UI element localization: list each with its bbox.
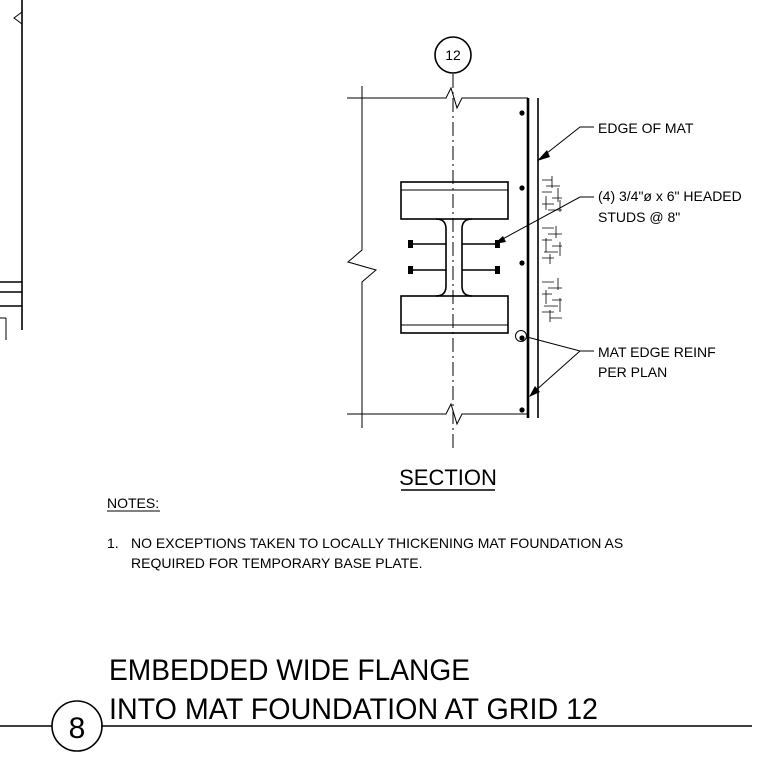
bottom-flange: [400, 295, 509, 334]
notes-block: NOTES: 1. NO EXCEPTIONS TAKEN TO LOCALLY…: [107, 495, 623, 571]
note-line-2: REQUIRED FOR TEMPORARY BASE PLATE.: [131, 555, 422, 571]
callout-reinf-line2: PER PLAN: [598, 364, 667, 380]
mat-foundation-section: [346, 86, 562, 428]
detail-title-block: EMBEDDED WIDE FLANGE INTO MAT FOUNDATION…: [0, 654, 752, 752]
section-label-text: SECTION: [399, 465, 497, 490]
note-line-1: NO EXCEPTIONS TAKEN TO LOCALLY THICKENIN…: [131, 535, 623, 551]
grid-bubble-label: 12: [445, 47, 461, 63]
note-number: 1.: [107, 535, 119, 551]
callout-studs-line2: STUDS @ 8": [598, 209, 680, 225]
callout-headed-studs: (4) 3/4"ø x 6" HEADED STUDS @ 8": [494, 188, 742, 244]
callout-studs-line1: (4) 3/4"ø x 6" HEADED: [598, 188, 742, 204]
wide-flange-beam: [400, 181, 509, 334]
callout-mat-edge-reinf: MAT EDGE REINF PER PLAN: [526, 336, 716, 397]
callout-edge-of-mat: EDGE OF MAT: [537, 120, 694, 161]
detail-number-bubble: [51, 700, 103, 752]
notes-heading: NOTES:: [107, 495, 159, 511]
web: [435, 218, 473, 297]
grid-bubble: [434, 36, 472, 74]
top-flange: [400, 181, 509, 220]
grid-line-12: 12: [434, 36, 472, 450]
section-label: SECTION: [399, 465, 497, 491]
adjacent-detail-fragment: [0, 0, 23, 340]
detail-number: 8: [69, 712, 86, 745]
detail-title-line2: INTO MAT FOUNDATION AT GRID 12: [109, 693, 598, 726]
detail-title-line1: EMBEDDED WIDE FLANGE: [109, 654, 470, 687]
callout-reinf-line1: MAT EDGE REINF: [598, 344, 716, 360]
edge-hatch: [542, 176, 562, 322]
headed-studs: [408, 240, 500, 274]
reinforcement-bars: [515, 110, 527, 413]
callout-edge-of-mat-text: EDGE OF MAT: [598, 120, 694, 136]
